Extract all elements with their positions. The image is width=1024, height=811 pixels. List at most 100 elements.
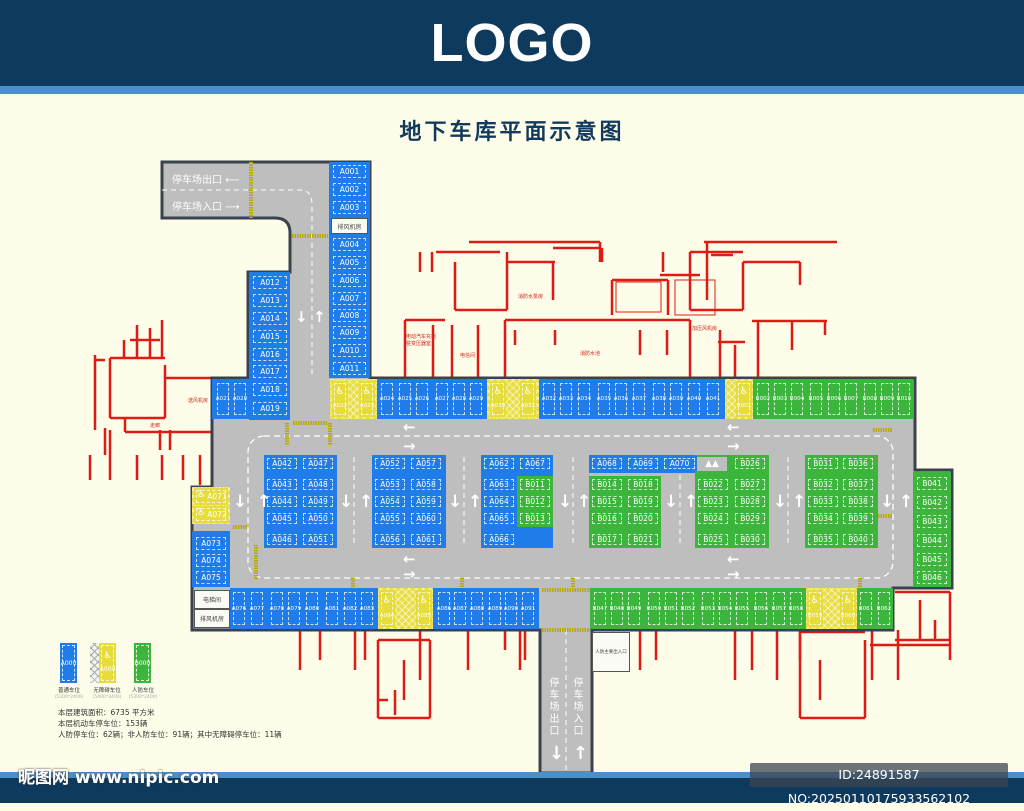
parking-slot[interactable]: B006 <box>826 381 842 417</box>
parking-slot[interactable]: ♿A023 <box>359 381 375 417</box>
parking-slot[interactable]: B047 <box>592 590 608 627</box>
parking-slot[interactable]: A013 <box>251 292 289 309</box>
parking-slot[interactable]: A018 <box>251 381 289 398</box>
parking-slot[interactable]: A075 <box>194 569 228 586</box>
parking-slot[interactable]: B033 <box>806 494 840 509</box>
parking-slot[interactable]: A076 <box>231 590 247 627</box>
parking-slot[interactable]: B035 <box>806 532 840 547</box>
parking-slot[interactable]: A049 <box>301 494 335 509</box>
parking-slot[interactable]: A036 <box>613 381 629 417</box>
parking-slot[interactable]: A001 <box>331 163 368 180</box>
parking-slot[interactable]: A067 <box>518 456 552 471</box>
parking-slot[interactable]: B018 <box>626 477 660 492</box>
parking-slot[interactable]: B057 <box>771 590 787 627</box>
parking-slot[interactable]: A043 <box>265 477 299 492</box>
parking-slot[interactable]: B008 <box>862 381 878 417</box>
parking-slot[interactable]: B004 <box>789 381 805 417</box>
parking-slot[interactable]: A050 <box>301 511 335 526</box>
parking-slot[interactable]: A062 <box>482 456 516 471</box>
parking-slot[interactable]: ♿B059 <box>807 590 823 627</box>
parking-slot[interactable]: A032 <box>541 381 557 417</box>
parking-slot[interactable]: A078 <box>269 590 285 627</box>
parking-slot[interactable]: A091 <box>520 590 536 627</box>
parking-slot[interactable]: A089 <box>487 590 503 627</box>
parking-slot[interactable]: A008 <box>331 307 368 324</box>
parking-slot[interactable]: A082 <box>342 590 358 627</box>
parking-slot[interactable]: A079 <box>286 590 302 627</box>
parking-slot[interactable]: B026 <box>733 456 767 471</box>
parking-slot[interactable]: A016 <box>251 346 289 363</box>
parking-slot[interactable]: A056 <box>373 532 407 547</box>
parking-slot[interactable]: A038 <box>651 381 667 417</box>
parking-slot[interactable]: B058 <box>788 590 804 627</box>
parking-slot[interactable]: A070 <box>662 456 697 471</box>
parking-slot[interactable]: A003 <box>331 199 368 216</box>
parking-slot[interactable]: B045 <box>915 551 949 568</box>
parking-slot[interactable]: B048 <box>609 590 625 627</box>
parking-slot[interactable]: B061 <box>858 590 874 627</box>
parking-slot[interactable]: A055 <box>373 511 407 526</box>
parking-slot[interactable]: B051 <box>663 590 679 627</box>
parking-slot[interactable]: ♿A084 <box>379 590 395 627</box>
parking-slot[interactable]: B013 <box>518 511 552 526</box>
parking-slot[interactable]: A012 <box>251 274 289 291</box>
parking-slot[interactable]: B002 <box>755 381 771 417</box>
parking-slot[interactable]: A020 <box>232 381 248 417</box>
parking-slot[interactable]: A015 <box>251 328 289 345</box>
parking-slot[interactable]: A086 <box>436 590 452 627</box>
parking-slot[interactable]: A046 <box>265 532 299 547</box>
parking-slot[interactable]: B015 <box>590 494 624 509</box>
parking-slot[interactable]: B049 <box>626 590 642 627</box>
parking-slot[interactable]: B037 <box>841 477 875 492</box>
parking-slot[interactable]: A026 <box>414 381 430 417</box>
parking-slot[interactable]: B032 <box>806 477 840 492</box>
parking-slot[interactable]: B036 <box>841 456 875 471</box>
parking-slot[interactable]: B062 <box>876 590 892 627</box>
parking-slot[interactable]: A029 <box>468 381 484 417</box>
parking-slot[interactable]: A057 <box>409 456 443 471</box>
parking-slot[interactable]: B034 <box>806 511 840 526</box>
parking-slot[interactable]: A037 <box>631 381 647 417</box>
parking-slot[interactable]: A051 <box>301 532 335 547</box>
parking-slot[interactable]: ♿B001 <box>736 381 752 417</box>
parking-slot[interactable]: B031 <box>806 456 840 471</box>
parking-slot[interactable]: B007 <box>843 381 859 417</box>
parking-slot[interactable]: A006 <box>331 272 368 289</box>
parking-slot[interactable]: B009 <box>879 381 895 417</box>
parking-slot[interactable]: A044 <box>265 494 299 509</box>
parking-slot[interactable]: A035 <box>596 381 612 417</box>
parking-slot[interactable]: ♿A022 <box>332 381 348 417</box>
parking-slot[interactable]: A039 <box>668 381 684 417</box>
parking-slot[interactable]: A083 <box>359 590 375 627</box>
parking-slot[interactable]: A005 <box>331 254 368 271</box>
parking-slot[interactable]: A007 <box>331 290 368 307</box>
parking-slot[interactable]: B040 <box>841 532 875 547</box>
parking-slot[interactable]: B027 <box>733 477 767 492</box>
parking-slot[interactable]: B043 <box>915 513 949 530</box>
parking-slot[interactable]: B044 <box>915 532 949 549</box>
parking-slot[interactable]: A004 <box>331 236 368 253</box>
parking-slot[interactable]: ♿A085 <box>416 590 432 627</box>
parking-slot[interactable]: A060 <box>409 511 443 526</box>
parking-slot[interactable]: B016 <box>590 511 624 526</box>
parking-slot[interactable]: A068 <box>590 456 624 471</box>
parking-slot[interactable]: B012 <box>518 494 552 509</box>
parking-slot[interactable]: A047 <box>301 456 335 471</box>
parking-slot[interactable]: A065 <box>482 511 516 526</box>
parking-slot[interactable]: B053 <box>700 590 716 627</box>
parking-slot[interactable]: A073 <box>194 535 228 552</box>
parking-slot[interactable]: A074 <box>194 552 228 569</box>
parking-slot[interactable]: B019 <box>626 494 660 509</box>
parking-slot[interactable]: A011 <box>331 360 368 377</box>
parking-slot[interactable]: A090 <box>503 590 519 627</box>
parking-slot[interactable]: A048 <box>301 477 335 492</box>
parking-slot[interactable]: A063 <box>482 477 516 492</box>
parking-slot[interactable]: A042 <box>265 456 299 471</box>
parking-slot[interactable]: ♿B060 <box>840 590 856 627</box>
parking-slot[interactable]: B038 <box>841 494 875 509</box>
parking-slot[interactable]: B021 <box>626 532 660 547</box>
parking-slot[interactable]: B041 <box>915 475 949 492</box>
parking-slot[interactable]: B042 <box>915 494 949 511</box>
parking-slot[interactable]: A041 <box>705 381 721 417</box>
parking-slot[interactable]: B029 <box>733 511 767 526</box>
